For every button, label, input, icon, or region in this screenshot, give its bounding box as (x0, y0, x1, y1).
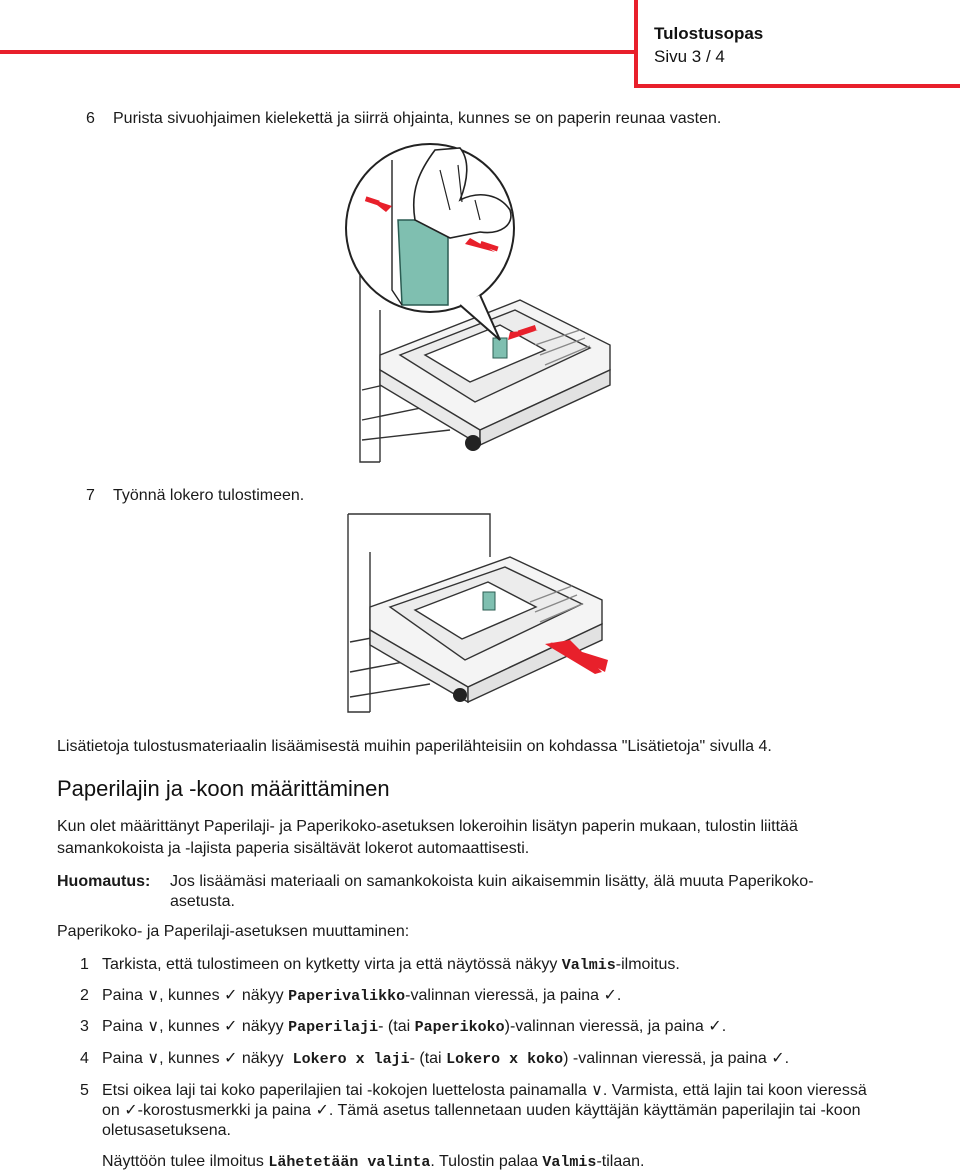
down-arrow-icon: ∨ (147, 1018, 160, 1035)
final-text: Näyttöön tulee ilmoitus Lähetetään valin… (102, 1153, 645, 1171)
howto-text: Paperikoko- ja Paperilaji-asetuksen muut… (57, 923, 410, 940)
section-heading: Paperilajin ja -koon määrittäminen (57, 776, 390, 801)
display-message: Lokero x koko (446, 1051, 564, 1068)
step-text: Purista sivuohjaimen kielekettä ja siirr… (113, 110, 722, 127)
page-number: Sivu 3 / 4 (654, 47, 725, 66)
step-number: 7 (86, 487, 95, 504)
display-message: Valmis (542, 1154, 597, 1171)
step-text: Paina ∨, kunnes ✓ näkyy Paperivalikko-va… (102, 987, 622, 1005)
note-text: Jos lisäämäsi materiaali on samankokoist… (170, 873, 814, 890)
display-message: Valmis (561, 957, 616, 974)
display-message: Paperilaji (288, 1019, 379, 1036)
step-number: 3 (80, 1018, 89, 1035)
check-icon: ✓ (224, 1018, 238, 1035)
check-icon: ✓ (124, 1102, 138, 1119)
header-rule (0, 50, 634, 54)
check-icon: ✓ (224, 987, 238, 1004)
intro-line: Kun olet määrittänyt Paperilaji- ja Pape… (57, 818, 798, 835)
step-text: oletusasetuksena. (102, 1122, 231, 1139)
step-text: Työnnä lokero tulostimeen. (113, 487, 305, 504)
check-icon: ✓ (224, 1050, 238, 1067)
down-arrow-icon: ∨ (147, 1050, 160, 1067)
step-number: 6 (86, 110, 95, 127)
step-text: Paina ∨, kunnes ✓ näkyy Lokero x laji- (… (102, 1050, 790, 1068)
check-icon: ✓ (315, 1102, 329, 1119)
tray-insert-illustration (347, 513, 608, 713)
check-icon: ✓ (603, 987, 617, 1004)
display-message: Paperikoko (414, 1019, 505, 1036)
note-label: Huomautus: (57, 873, 151, 890)
step-text: Paina ∨, kunnes ✓ näkyy Paperilaji- (tai… (102, 1018, 727, 1036)
display-message: Lähetetään valinta (268, 1154, 431, 1171)
step-text: Etsi oikea laji tai koko paperilajien ta… (102, 1082, 867, 1099)
check-icon: ✓ (708, 1018, 722, 1035)
step-number: 1 (80, 956, 89, 973)
step-number: 5 (80, 1082, 89, 1099)
step-number: 2 (80, 987, 89, 1004)
display-message: Paperivalikko (288, 988, 406, 1005)
note-text: asetusta. (170, 893, 235, 910)
more-info-text: Lisätietoja tulostusmateriaalin lisäämis… (57, 738, 772, 755)
check-icon: ✓ (771, 1050, 785, 1067)
step-text: on ✓-korostusmerkki ja paina ✓. Tämä ase… (102, 1102, 861, 1119)
header-box (634, 0, 960, 88)
document-title: Tulostusopas (654, 24, 764, 43)
down-arrow-icon: ∨ (591, 1082, 603, 1099)
tray-side-guide-illustration (345, 143, 611, 463)
down-arrow-icon: ∨ (147, 987, 160, 1004)
display-message: Lokero x laji (292, 1051, 410, 1068)
intro-line: samankokoista ja -lajista paperia sisält… (57, 840, 530, 857)
step-text: Tarkista, että tulostimeen on kytketty v… (102, 956, 680, 974)
step-number: 4 (80, 1050, 89, 1067)
